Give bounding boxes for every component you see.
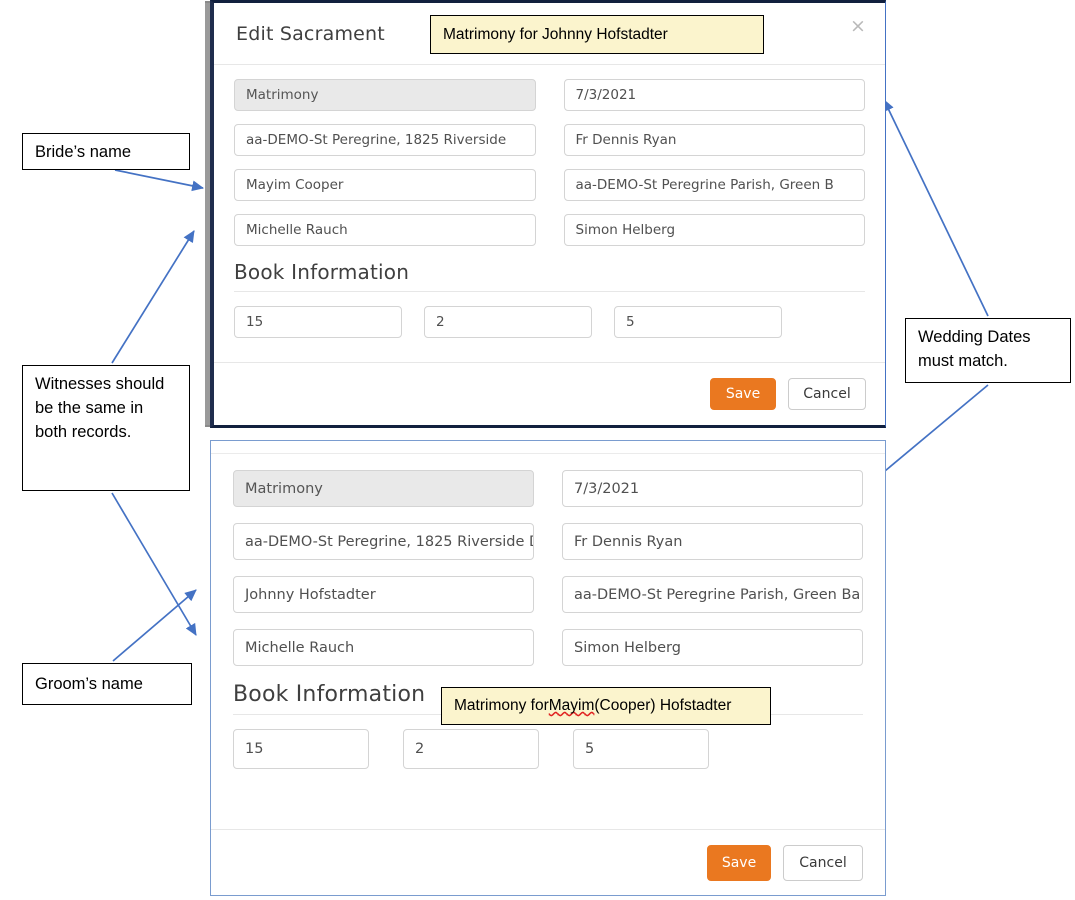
callout-top-text: Matrimony for Johnny Hofstadter (443, 25, 668, 43)
annotation-brides-name-text: Bride’s name (35, 143, 131, 161)
callout-bottom-suffix: (Cooper) Hofstadter (594, 697, 732, 714)
form-row: aa-DEMO-St Peregrine, 1825 Riverside D F… (233, 523, 863, 560)
sacrament-date-field-2[interactable]: 7/3/2021 (562, 470, 863, 507)
form-col-right: Simon Helberg (563, 214, 865, 246)
panel-top-divider (211, 441, 885, 454)
book-fields-row-2: 15 2 5 (233, 729, 863, 769)
person-name-field[interactable]: Mayim Cooper (234, 169, 536, 201)
form-col-right: Simon Helberg (562, 629, 863, 666)
annotation-wedding-dates: Wedding Dates must match. (905, 318, 1071, 383)
dialog-footer: Save Cancel (214, 362, 885, 425)
book-number-field-2[interactable]: 15 (233, 729, 369, 769)
annotation-grooms-name-text: Groom’s name (35, 674, 143, 693)
panel-body: Matrimony 7/3/2021 aa-DEMO-St Peregrine,… (211, 454, 885, 769)
callout-bottom-record: Matrimony for Mayim (Cooper) Hofstadter (441, 687, 771, 725)
annotation-witnesses: Witnesses should be the same in both rec… (22, 365, 190, 491)
annotation-witnesses-text: Witnesses should be the same in both rec… (35, 375, 165, 441)
entry-number-wrap: 5 (614, 306, 782, 338)
arrow-groom-to-field (112, 589, 197, 662)
form-col-left: Mayim Cooper (234, 169, 536, 201)
parish-field-2[interactable]: aa-DEMO-St Peregrine Parish, Green Ba (562, 576, 863, 613)
save-button[interactable]: Save (710, 378, 776, 410)
page-number-wrap-2: 2 (403, 729, 539, 769)
page-number-field-2[interactable]: 2 (403, 729, 539, 769)
edit-sacrament-panel-second: Matrimony 7/3/2021 aa-DEMO-St Peregrine,… (210, 440, 886, 896)
form-col-right: Fr Dennis Ryan (563, 124, 865, 156)
form-row: Matrimony 7/3/2021 (233, 470, 863, 507)
save-button-2[interactable]: Save (707, 844, 771, 881)
cancel-button-2[interactable]: Cancel (783, 844, 863, 881)
callout-top-record: Matrimony for Johnny Hofstadter (430, 15, 764, 54)
callout-bottom-misspelled-word: Mayim (548, 697, 595, 714)
annotation-wedding-dates-text: Wedding Dates must match. (918, 328, 1031, 370)
form-col-left: Michelle Rauch (233, 629, 534, 666)
location-field[interactable]: aa-DEMO-St Peregrine, 1825 Riverside (234, 124, 536, 156)
panel-footer: Save Cancel (211, 829, 885, 895)
sacrament-type-field-2: Matrimony (233, 470, 534, 507)
book-information-heading: Book Information (234, 260, 410, 284)
minister-field[interactable]: Fr Dennis Ryan (563, 124, 865, 156)
close-icon[interactable]: × (850, 15, 866, 37)
edit-sacrament-dialog: Edit Sacrament × Matrimony 7/3/2021 aa-D… (205, 0, 886, 428)
witness-one-field[interactable]: Michelle Rauch (234, 214, 536, 246)
book-number-wrap: 15 (234, 306, 402, 338)
dialog-header: Edit Sacrament × (214, 3, 885, 65)
annotation-grooms-name: Groom’s name (22, 663, 192, 705)
form-row: Michelle Rauch Simon Helberg (233, 629, 863, 666)
form-row: aa-DEMO-St Peregrine, 1825 Riverside Fr … (234, 124, 865, 156)
book-information-heading-2: Book Information (233, 682, 426, 707)
form-col-left: Matrimony (234, 79, 536, 111)
cancel-button[interactable]: Cancel (788, 378, 866, 410)
form-row: Matrimony 7/3/2021 (234, 79, 865, 111)
arrow-dates-to-top-record (883, 99, 989, 317)
form-col-right: Fr Dennis Ryan (562, 523, 863, 560)
form-col-left: aa-DEMO-St Peregrine, 1825 Riverside D (233, 523, 534, 560)
page-title: Edit Sacrament (236, 22, 385, 45)
person-name-field-2[interactable]: Johnny Hofstadter (233, 576, 534, 613)
form-col-left: Matrimony (233, 470, 534, 507)
dialog-body: Matrimony 7/3/2021 aa-DEMO-St Peregrine,… (214, 65, 885, 338)
annotation-brides-name: Bride’s name (22, 133, 190, 170)
form-col-left: aa-DEMO-St Peregrine, 1825 Riverside (234, 124, 536, 156)
witness-two-field-2[interactable]: Simon Helberg (562, 629, 863, 666)
arrow-witness-to-top-record (111, 230, 195, 364)
form-col-left: Michelle Rauch (234, 214, 536, 246)
minister-field-2[interactable]: Fr Dennis Ryan (562, 523, 863, 560)
sacrament-date-field[interactable]: 7/3/2021 (563, 79, 865, 111)
location-field-2[interactable]: aa-DEMO-St Peregrine, 1825 Riverside D (233, 523, 534, 560)
arrow-dates-to-bottom-record (872, 384, 989, 482)
form-row: Johnny Hofstadter aa-DEMO-St Peregrine P… (233, 576, 863, 613)
arrow-bride-to-field (114, 169, 204, 192)
book-fields-row: 15 2 5 (234, 306, 865, 338)
book-number-wrap-2: 15 (233, 729, 369, 769)
book-number-field[interactable]: 15 (234, 306, 402, 338)
callout-bottom-prefix: Matrimony for (454, 697, 549, 714)
entry-number-field-2[interactable]: 5 (573, 729, 709, 769)
entry-number-wrap-2: 5 (573, 729, 709, 769)
form-row: Mayim Cooper aa-DEMO-St Peregrine Parish… (234, 169, 865, 201)
witness-one-field-2[interactable]: Michelle Rauch (233, 629, 534, 666)
page-number-wrap: 2 (424, 306, 592, 338)
witness-two-field[interactable]: Simon Helberg (563, 214, 865, 246)
parish-field[interactable]: aa-DEMO-St Peregrine Parish, Green B (563, 169, 865, 201)
form-col-right: aa-DEMO-St Peregrine Parish, Green B (563, 169, 865, 201)
entry-number-field[interactable]: 5 (614, 306, 782, 338)
sacrament-type-field: Matrimony (234, 79, 536, 111)
form-col-right: 7/3/2021 (562, 470, 863, 507)
form-col-right: aa-DEMO-St Peregrine Parish, Green Ba (562, 576, 863, 613)
form-row: Michelle Rauch Simon Helberg (234, 214, 865, 246)
form-col-left: Johnny Hofstadter (233, 576, 534, 613)
page-number-field[interactable]: 2 (424, 306, 592, 338)
arrow-witness-to-bottom-record (111, 492, 197, 636)
form-col-right: 7/3/2021 (563, 79, 865, 111)
section-divider (234, 291, 865, 292)
